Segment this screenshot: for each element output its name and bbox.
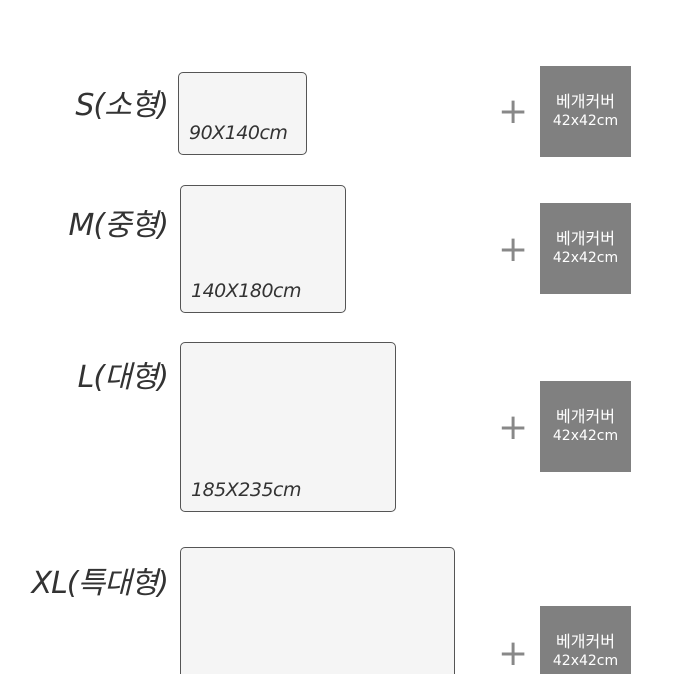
pillow-cover-title: 베개커버 — [556, 92, 615, 111]
blanket-shape-l: 185X235cm — [180, 342, 396, 512]
plus-icon: + — [498, 633, 529, 674]
plus-icon: + — [498, 407, 529, 448]
pillow-cover-box-m: 베개커버 42x42cm — [540, 203, 631, 294]
size-label-s: S(소형) — [75, 88, 169, 123]
pillow-cover-box-s: 베개커버 42x42cm — [540, 66, 631, 157]
pillow-cover-title: 베개커버 — [556, 229, 615, 248]
plus-icon: + — [498, 91, 529, 132]
pillow-cover-size: 42x42cm — [552, 113, 619, 129]
size-label-xl: XL(특대형) — [31, 566, 169, 601]
pillow-cover-box-l: 베개커버 42x42cm — [540, 381, 631, 472]
blanket-dimensions-l: 185X235cm — [191, 479, 302, 501]
pillow-cover-title: 베개커버 — [556, 407, 615, 426]
blanket-shape-s: 90X140cm — [178, 72, 307, 155]
pillow-cover-box-xl: 베개커버 42x42cm — [540, 606, 631, 674]
size-label-l: L(대형) — [77, 360, 169, 395]
blanket-dimensions-m: 140X180cm — [191, 280, 302, 302]
blanket-shape-m: 140X180cm — [180, 185, 346, 313]
pillow-cover-size: 42x42cm — [552, 653, 619, 669]
blanket-shape-xl — [180, 547, 455, 674]
pillow-cover-title: 베개커버 — [556, 632, 615, 651]
pillow-cover-size: 42x42cm — [552, 250, 619, 266]
plus-icon: + — [498, 229, 529, 270]
pillow-cover-size: 42x42cm — [552, 428, 619, 444]
blanket-dimensions-s: 90X140cm — [189, 122, 288, 144]
size-label-m: M(중형) — [68, 208, 169, 243]
